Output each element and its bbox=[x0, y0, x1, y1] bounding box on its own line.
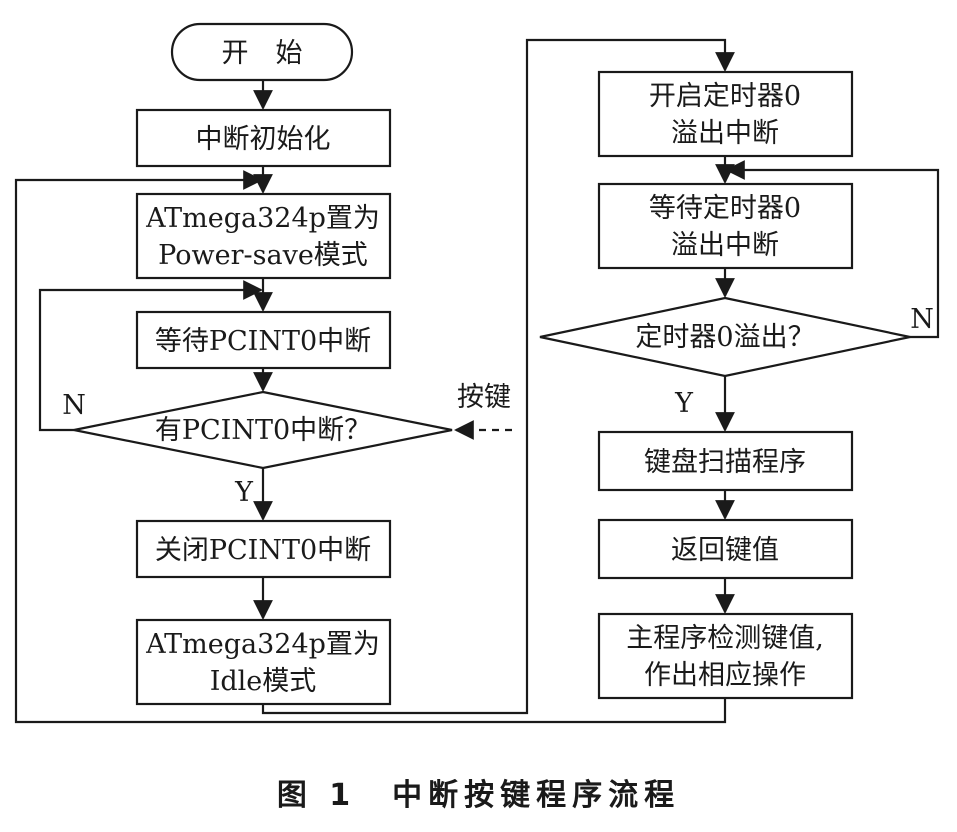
main-detect-text-line2: 作出相应操作 bbox=[644, 660, 806, 691]
timer-overflow-text: 定时器0溢出？ bbox=[635, 322, 814, 353]
power-save-text-line1: ATmega324p置为 bbox=[145, 203, 380, 234]
wait-timer-box bbox=[597, 182, 854, 270]
wait-pcint0-box bbox=[135, 310, 392, 370]
idle-mode-text-line2: Idle模式 bbox=[210, 666, 317, 697]
edge-idle-to-enable-timer bbox=[261, 38, 735, 715]
power-save-box bbox=[135, 192, 392, 280]
power-save-text-line2: Power-save模式 bbox=[158, 240, 368, 271]
label-left-no: N bbox=[62, 390, 86, 421]
label-left-yes: Y bbox=[234, 477, 254, 508]
idle-mode-text-line1: ATmega324p置为 bbox=[145, 629, 380, 660]
enable-timer-text-line1: 开启定时器0 bbox=[649, 81, 801, 112]
init-text: 中断初始化 bbox=[196, 124, 331, 155]
enable-timer-box bbox=[597, 70, 854, 158]
enable-timer-text-line2: 溢出中断 bbox=[671, 118, 779, 149]
has-pcint0-text: 有PCINT0中断？ bbox=[155, 415, 371, 446]
figure-caption: 图 1 中断按键程序流程 bbox=[276, 778, 681, 813]
label-key-press: 按键 bbox=[457, 382, 511, 413]
edge-timer-no-loop bbox=[725, 160, 940, 339]
scan-keyboard-box bbox=[597, 430, 854, 492]
init-box bbox=[135, 108, 392, 168]
label-right-yes: Y bbox=[674, 388, 694, 419]
close-pcint0-text: 关闭PCINT0中断 bbox=[155, 535, 371, 566]
start-text: 开 始 bbox=[222, 38, 303, 69]
main-detect-text-line1: 主程序检测键值, bbox=[626, 623, 824, 654]
main-detect-box bbox=[597, 612, 854, 700]
return-key-text: 返回键值 bbox=[671, 535, 779, 566]
edge-decision-no-loop bbox=[38, 280, 263, 432]
label-right-no: N bbox=[910, 304, 934, 335]
edge-main-back-to-power-save bbox=[14, 170, 727, 724]
return-key-box bbox=[597, 518, 854, 580]
idle-mode-box bbox=[135, 618, 392, 706]
scan-keyboard-text: 键盘扫描程序 bbox=[644, 447, 806, 478]
wait-timer-text-line1: 等待定时器0 bbox=[649, 193, 801, 224]
wait-timer-text-line2: 溢出中断 bbox=[671, 230, 779, 261]
wait-pcint0-text: 等待PCINT0中断 bbox=[155, 326, 371, 357]
